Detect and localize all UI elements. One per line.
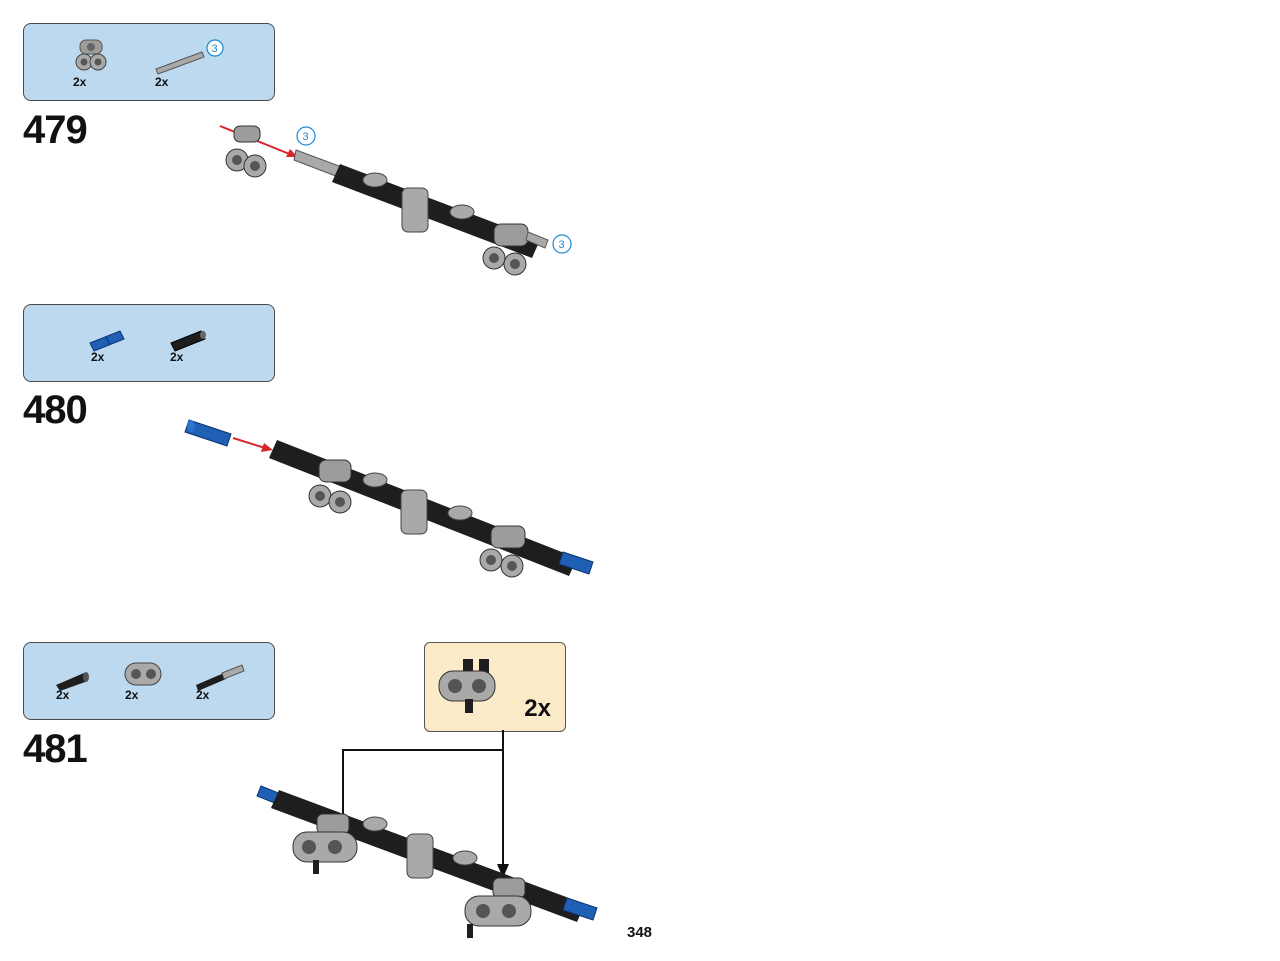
callout-qty: 2x xyxy=(524,695,551,722)
step-number: 480 xyxy=(23,388,88,432)
length-badge: 3 xyxy=(559,239,565,251)
step-number: 479 xyxy=(23,108,88,152)
length-badge: 3 xyxy=(303,131,309,143)
assembly-illustration-479: 3 3 xyxy=(219,125,572,276)
sub-assembly-icon xyxy=(438,659,496,713)
length-badge: 3 xyxy=(212,43,218,55)
part-grey-beam-icon xyxy=(124,662,162,686)
part-qty: 2x xyxy=(56,688,70,702)
step-number: 481 xyxy=(23,727,88,771)
page-number: 348 xyxy=(627,924,653,941)
parts-list-step-481: 2x 2x 2x xyxy=(23,642,275,720)
parts-list-step-479: 2x 3 2x xyxy=(23,23,275,101)
parts-list-step-480: 2x 2x xyxy=(23,304,275,382)
assembly-illustration-481 xyxy=(256,730,598,938)
part-axle-icon: 3 xyxy=(155,39,224,75)
part-qty: 2x xyxy=(125,688,139,702)
part-qty: 2x xyxy=(155,75,169,89)
part-qty: 2x xyxy=(91,350,105,364)
part-grey-axle-with-pin-icon xyxy=(196,664,245,691)
part-qty: 2x xyxy=(170,350,184,364)
part-blue-pin-icon xyxy=(89,330,125,352)
part-qty: 2x xyxy=(196,688,210,702)
part-qty: 2x xyxy=(73,75,87,89)
part-black-pin-icon xyxy=(170,330,206,352)
assembly-illustration-480 xyxy=(184,419,594,578)
sub-assembly-callout: 2x xyxy=(424,642,566,732)
part-pin-connector-icon xyxy=(75,39,107,71)
part-black-axle-pin-icon xyxy=(56,672,89,691)
